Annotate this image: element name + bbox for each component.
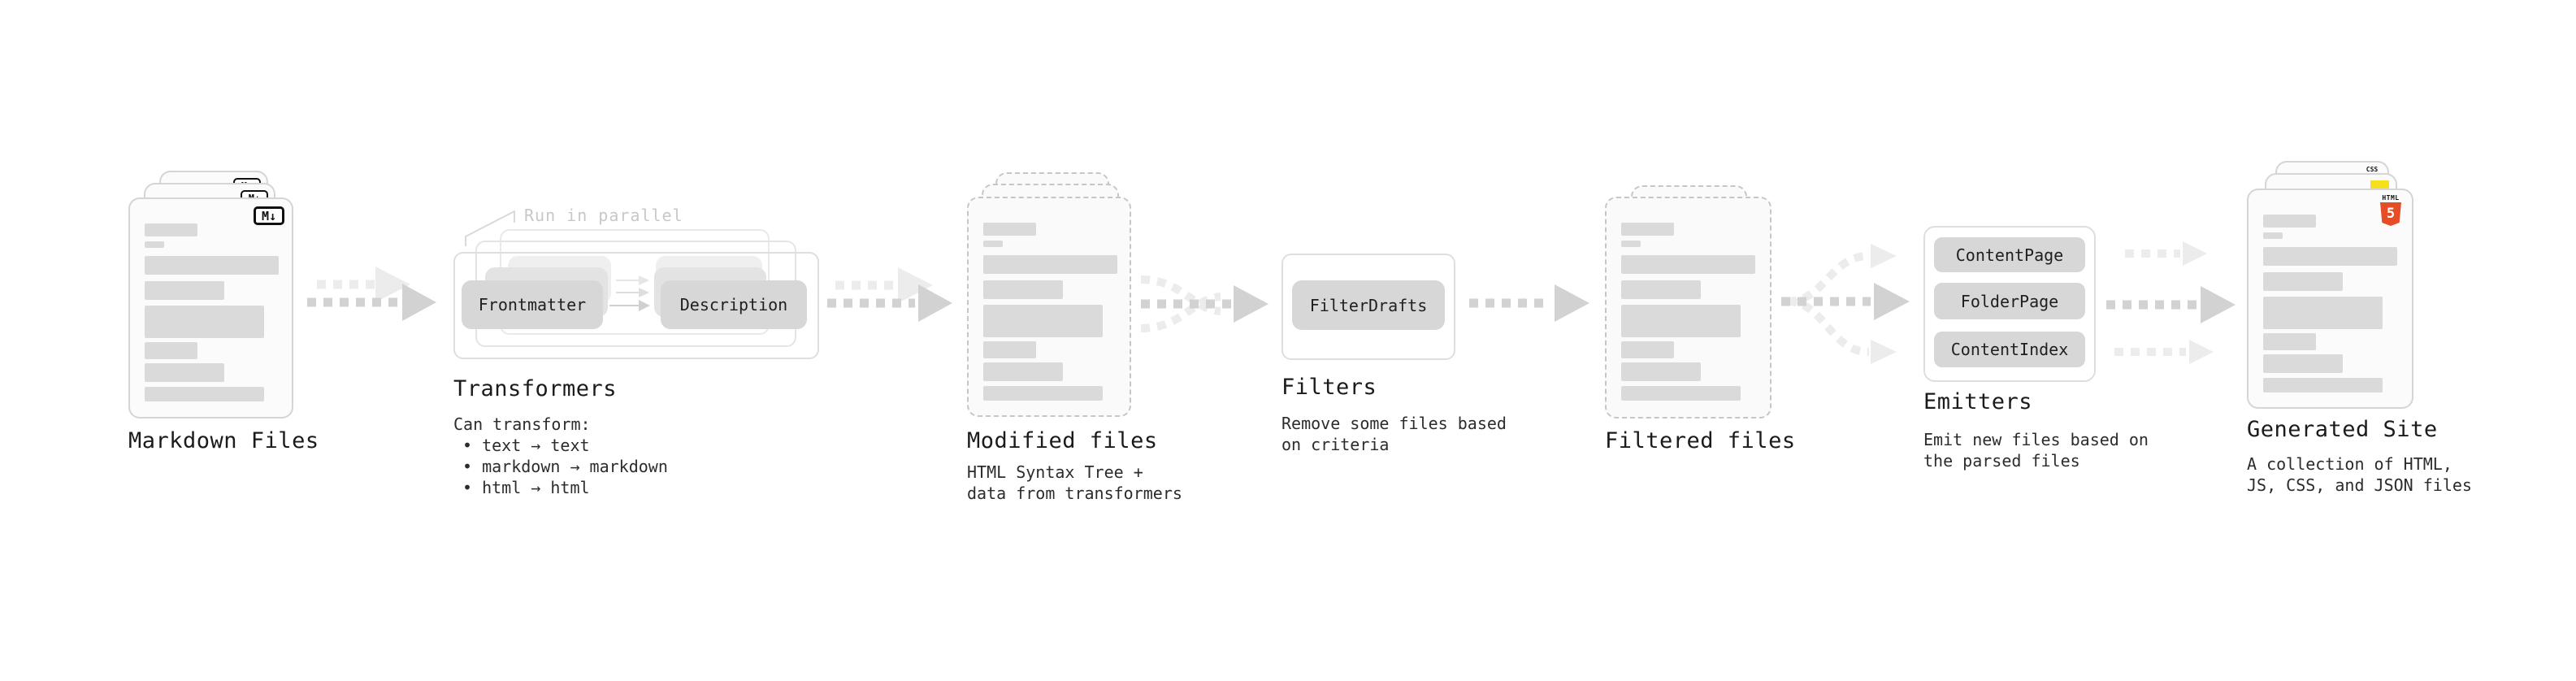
folderpage-node: FolderPage xyxy=(1934,283,2085,319)
text-line-bar xyxy=(145,363,224,382)
emitters-desc-line: the parsed files xyxy=(1923,451,2080,471)
transformers-desc-heading: Can transform: xyxy=(453,414,591,434)
generated-doc-html: HTML 5 xyxy=(2247,189,2413,409)
arrow-markdown-to-transformers xyxy=(307,267,436,321)
markdown-icon: M↓ xyxy=(254,206,284,225)
text-line-bar xyxy=(1621,255,1755,274)
description-node: Description xyxy=(661,280,807,329)
html5-icon-shield: 5 xyxy=(2380,202,2401,226)
text-line-bar xyxy=(983,341,1036,358)
transformer-panel-front xyxy=(453,252,819,359)
contentpage-node: ContentPage xyxy=(1934,237,2085,272)
arrow-filtered-to-emitters-fanout xyxy=(1781,244,1910,364)
generated-site-title: Generated Site xyxy=(2247,417,2438,442)
text-line-bar xyxy=(1621,223,1674,236)
arrow-modified-to-filters-merge xyxy=(1140,275,1268,332)
css-icon-label: CSS xyxy=(2366,166,2379,173)
text-line-bar xyxy=(145,256,279,275)
arrow-transformers-to-modified xyxy=(827,267,952,322)
emitters-title: Emitters xyxy=(1923,389,2033,414)
text-line-bar xyxy=(2263,354,2343,373)
generated-desc-line: A collection of HTML, xyxy=(2247,454,2452,474)
text-line-bar xyxy=(983,386,1103,401)
text-line-bar xyxy=(145,241,164,248)
text-line-bar xyxy=(983,223,1036,236)
transformers-bullet: • markdown → markdown xyxy=(462,457,668,476)
transformers-bullet: • html → html xyxy=(462,478,590,497)
transformers-description: Can transform: • text → text • markdown … xyxy=(453,414,668,498)
text-line-bar xyxy=(1621,362,1701,381)
modified-files-title: Modified files xyxy=(967,428,1158,453)
run-in-parallel-note: Run in parallel xyxy=(524,206,683,225)
text-line-bar xyxy=(2263,247,2397,266)
text-line-bar xyxy=(2263,232,2283,239)
html5-icon: HTML 5 xyxy=(2380,194,2401,226)
markdown-doc-front: M↓ xyxy=(128,197,293,419)
modified-doc-front xyxy=(967,197,1131,417)
text-line-bar xyxy=(2263,215,2316,228)
js-icon xyxy=(2370,180,2389,190)
text-line-bar xyxy=(1621,305,1741,337)
filters-desc-line: on criteria xyxy=(1281,435,1390,454)
modified-desc-line: HTML Syntax Tree + xyxy=(967,462,1143,482)
html5-icon-label: HTML xyxy=(2382,194,2400,202)
text-line-bar xyxy=(2263,333,2316,350)
filters-title: Filters xyxy=(1281,375,1377,400)
filterdrafts-node: FilterDrafts xyxy=(1292,280,1445,330)
text-line-bar xyxy=(983,241,1003,247)
contentindex-node: ContentIndex xyxy=(1934,332,2085,367)
generated-site-description: A collection of HTML, JS, CSS, and JSON … xyxy=(2247,453,2472,496)
text-line-bar xyxy=(145,281,224,300)
modified-desc-line: data from transformers xyxy=(967,484,1182,503)
text-line-bar xyxy=(2263,272,2343,291)
arrow-filters-to-filtered xyxy=(1469,284,1589,322)
text-line-bar xyxy=(2263,297,2383,329)
transformers-bullet: • text → text xyxy=(462,436,590,455)
filtered-files-title: Filtered files xyxy=(1605,428,1796,453)
filters-description: Remove some files based on criteria xyxy=(1281,413,1507,455)
text-line-bar xyxy=(983,255,1117,274)
text-line-bar xyxy=(1621,341,1674,358)
run-in-parallel-leader-line xyxy=(465,210,515,246)
arrow-emitters-to-generated xyxy=(2106,241,2236,364)
emitters-desc-line: Emit new files based on xyxy=(1923,430,2149,449)
filters-desc-line: Remove some files based xyxy=(1281,414,1507,433)
text-line-bar xyxy=(145,342,197,359)
generated-desc-line: JS, CSS, and JSON files xyxy=(2247,475,2472,495)
text-line-bar xyxy=(2263,378,2383,393)
text-line-bar xyxy=(1621,280,1701,299)
text-line-bar xyxy=(983,280,1063,299)
text-line-bar xyxy=(145,223,197,236)
markdown-files-title: Markdown Files xyxy=(128,428,319,453)
html5-icon-number: 5 xyxy=(2386,206,2396,222)
text-line-bar xyxy=(1621,386,1741,401)
text-line-bar xyxy=(145,306,264,338)
frontmatter-node: Frontmatter xyxy=(462,280,603,329)
filtered-doc-front xyxy=(1605,197,1772,419)
text-line-bar xyxy=(983,362,1063,381)
emitters-description: Emit new files based on the parsed files xyxy=(1923,429,2149,471)
modified-files-description: HTML Syntax Tree + data from transformer… xyxy=(967,462,1182,504)
transformers-title: Transformers xyxy=(453,376,618,401)
text-line-bar xyxy=(983,305,1103,337)
transformer-parallel-arrows xyxy=(609,275,650,311)
text-line-bar xyxy=(1621,241,1641,247)
text-line-bar xyxy=(145,387,264,401)
